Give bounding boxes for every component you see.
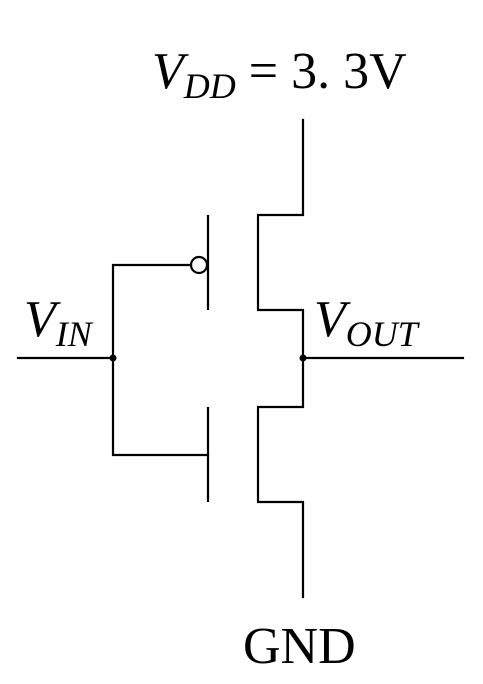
vdd-subscript: DD <box>183 66 236 106</box>
nmos-drain-source-wire <box>256 356 305 599</box>
pmos-gate-bubble <box>189 255 209 275</box>
vdd-wire <box>256 118 305 360</box>
input-gate-feed <box>111 263 210 457</box>
input-junction-dot <box>109 354 117 362</box>
output-junction-dot <box>299 354 307 362</box>
vdd-value: = 3. 3V <box>236 43 407 100</box>
vdd-symbol: V <box>152 43 189 100</box>
vdd-label: VDD = 3. 3V <box>152 43 407 106</box>
gnd-label: GND <box>243 618 356 675</box>
vin-subscript: IN <box>55 314 94 354</box>
vout-subscript: OUT <box>346 314 421 354</box>
vin-label: VIN <box>24 291 94 354</box>
vout-label: VOUT <box>314 291 421 354</box>
vout-symbol: V <box>314 291 351 348</box>
vin-symbol: V <box>24 291 61 348</box>
